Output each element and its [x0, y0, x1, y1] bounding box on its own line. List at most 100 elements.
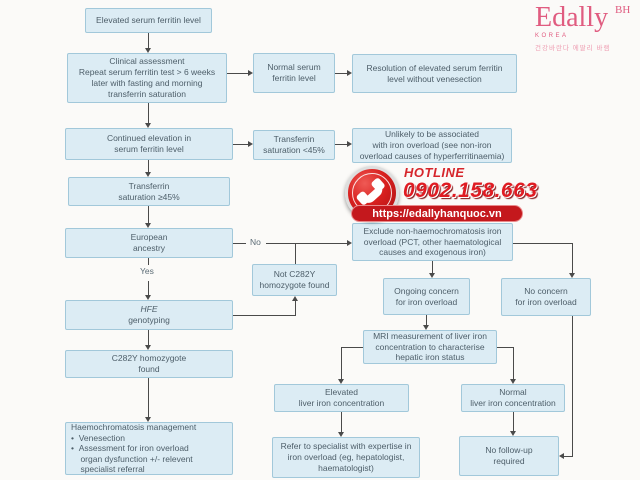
connector-line — [148, 206, 149, 223]
connector-line — [148, 378, 149, 417]
node-ongoing-concern: Ongoing concern for iron overload — [383, 278, 470, 315]
connector-line — [148, 258, 149, 265]
edge-label-no: No — [248, 237, 263, 247]
edge-label-yes: Yes — [138, 266, 156, 276]
connector-line — [295, 301, 296, 316]
connector-line — [497, 347, 513, 348]
flow-arrow-up — [291, 296, 298, 301]
connector-line — [148, 160, 149, 172]
hfe-gene-italic: HFE — [140, 304, 158, 315]
node-no-followup: No follow-up required — [459, 436, 559, 476]
node-clinical-assessment: Clinical assessment Repeat serum ferriti… — [67, 53, 227, 103]
node-label: Normal serum ferritin level — [267, 62, 321, 83]
flow-arrow-down — [144, 48, 151, 53]
connector-line — [341, 347, 363, 348]
flow-arrow-down — [144, 123, 151, 128]
node-label: Elevated liver iron concentration — [298, 387, 385, 408]
flow-arrow-right — [248, 140, 253, 147]
node-label: Haemochromatosis management • Venesectio… — [71, 422, 197, 475]
connector-line — [335, 144, 347, 145]
connector-line — [426, 315, 427, 325]
flow-arrow-right — [248, 69, 253, 76]
connector-line — [572, 243, 573, 273]
connector-line — [227, 73, 248, 74]
node-label: Exclude non-haemochromatosis iron overlo… — [363, 225, 502, 258]
brand-sup: BH — [615, 4, 631, 16]
connector-line — [233, 315, 296, 316]
node-label: Continued elevation in serum ferritin le… — [106, 133, 192, 154]
node-continued-elevation: Continued elevation in serum ferritin le… — [65, 128, 233, 160]
brand-tagline: 건강바란다 에딸리 바램 — [535, 45, 611, 52]
connector-line — [513, 243, 572, 244]
connector-line — [295, 243, 296, 264]
brand-korea-label: KOREA — [535, 33, 569, 39]
node-exclude-non-haemochromatosis: Exclude non-haemochromatosis iron overlo… — [352, 223, 513, 261]
connector-line — [233, 144, 248, 145]
node-normal-serum-ferritin: Normal serum ferritin level — [253, 53, 335, 93]
node-label: MRI measurement of liver iron concentrat… — [373, 330, 487, 363]
node-mri-measurement: MRI measurement of liver iron concentrat… — [363, 330, 497, 364]
node-label: Normal liver iron concentration — [470, 387, 556, 408]
connector-line — [148, 330, 149, 345]
node-refer-specialist: Refer to specialist with expertise in ir… — [272, 437, 420, 478]
node-label: Unlikely to be associated with iron over… — [359, 129, 505, 161]
flow-arrow-down — [144, 345, 151, 350]
flow-arrow-down — [144, 295, 151, 300]
connector-line — [513, 412, 514, 431]
flow-arrow-left — [559, 452, 564, 459]
hfe-genotyping-text: genotyping — [128, 315, 170, 325]
node-label: C282Y homozygote found — [111, 353, 187, 374]
node-label: Elevated serum ferritin level — [96, 15, 201, 26]
flow-arrow-down — [144, 417, 151, 422]
connector-line — [513, 347, 514, 379]
website-url-pill: https://edallyhanquoc.vn — [351, 205, 523, 222]
connector-line — [564, 456, 573, 457]
brand-name: Edally — [535, 2, 609, 33]
flow-arrow-right — [347, 239, 352, 246]
connector-line — [148, 103, 149, 123]
node-label: Resolution of elevated serum ferritin le… — [366, 62, 503, 84]
flow-arrow-down — [422, 325, 429, 330]
flow-arrow-right — [347, 140, 352, 147]
hotline-phone-number: 0902.158.663 — [403, 179, 538, 202]
flow-arrow-down — [568, 273, 575, 278]
node-european-ancestry: European ancestry — [65, 228, 233, 258]
flow-arrow-down — [144, 172, 151, 177]
node-not-c282y-homozygote: Not C282Y homozygote found — [252, 264, 337, 296]
flow-arrow-down — [337, 379, 344, 384]
node-normal-liver-iron: Normal liver iron concentration — [461, 384, 565, 412]
hotline-label: HOTLINE — [404, 165, 465, 180]
node-label: European ancestry — [130, 232, 168, 253]
node-resolution-without-venesection: Resolution of elevated serum ferritin le… — [352, 54, 517, 93]
flow-arrow-right — [347, 69, 352, 76]
node-c282y-homozygote-found: C282Y homozygote found — [65, 350, 233, 378]
flow-arrow-down — [509, 379, 516, 384]
connector-line — [148, 33, 149, 48]
node-label: No follow-up required — [485, 445, 533, 466]
flow-arrow-down — [428, 273, 435, 278]
connector-line — [335, 73, 347, 74]
connector-line — [341, 347, 342, 379]
connector-line — [266, 243, 347, 244]
connector-line — [432, 261, 433, 273]
node-elevated-serum-ferritin: Elevated serum ferritin level — [85, 8, 212, 33]
flow-arrow-down — [509, 431, 516, 436]
node-haemochromatosis-management: Haemochromatosis management • Venesectio… — [65, 422, 233, 475]
node-label: Not C282Y homozygote found — [259, 269, 330, 290]
node-label: Refer to specialist with expertise in ir… — [280, 441, 412, 473]
flow-arrow-down — [144, 223, 151, 228]
connector-line — [341, 412, 342, 432]
node-no-concern: No concern for iron overload — [501, 278, 591, 316]
node-label: Transferrin saturation ≥45% — [118, 180, 180, 202]
node-label: No concern for iron overload — [515, 286, 577, 307]
node-label: Clinical assessment Repeat serum ferriti… — [78, 56, 216, 99]
connector-line — [572, 316, 573, 456]
connector-line — [233, 243, 246, 244]
node-elevated-liver-iron: Elevated liver iron concentration — [274, 384, 409, 412]
node-transferrin-sat-45-plus: Transferrin saturation ≥45% — [68, 177, 230, 206]
node-label: Transferrin saturation <45% — [263, 134, 325, 155]
node-unlikely-iron-overload: Unlikely to be associated with iron over… — [352, 128, 512, 163]
